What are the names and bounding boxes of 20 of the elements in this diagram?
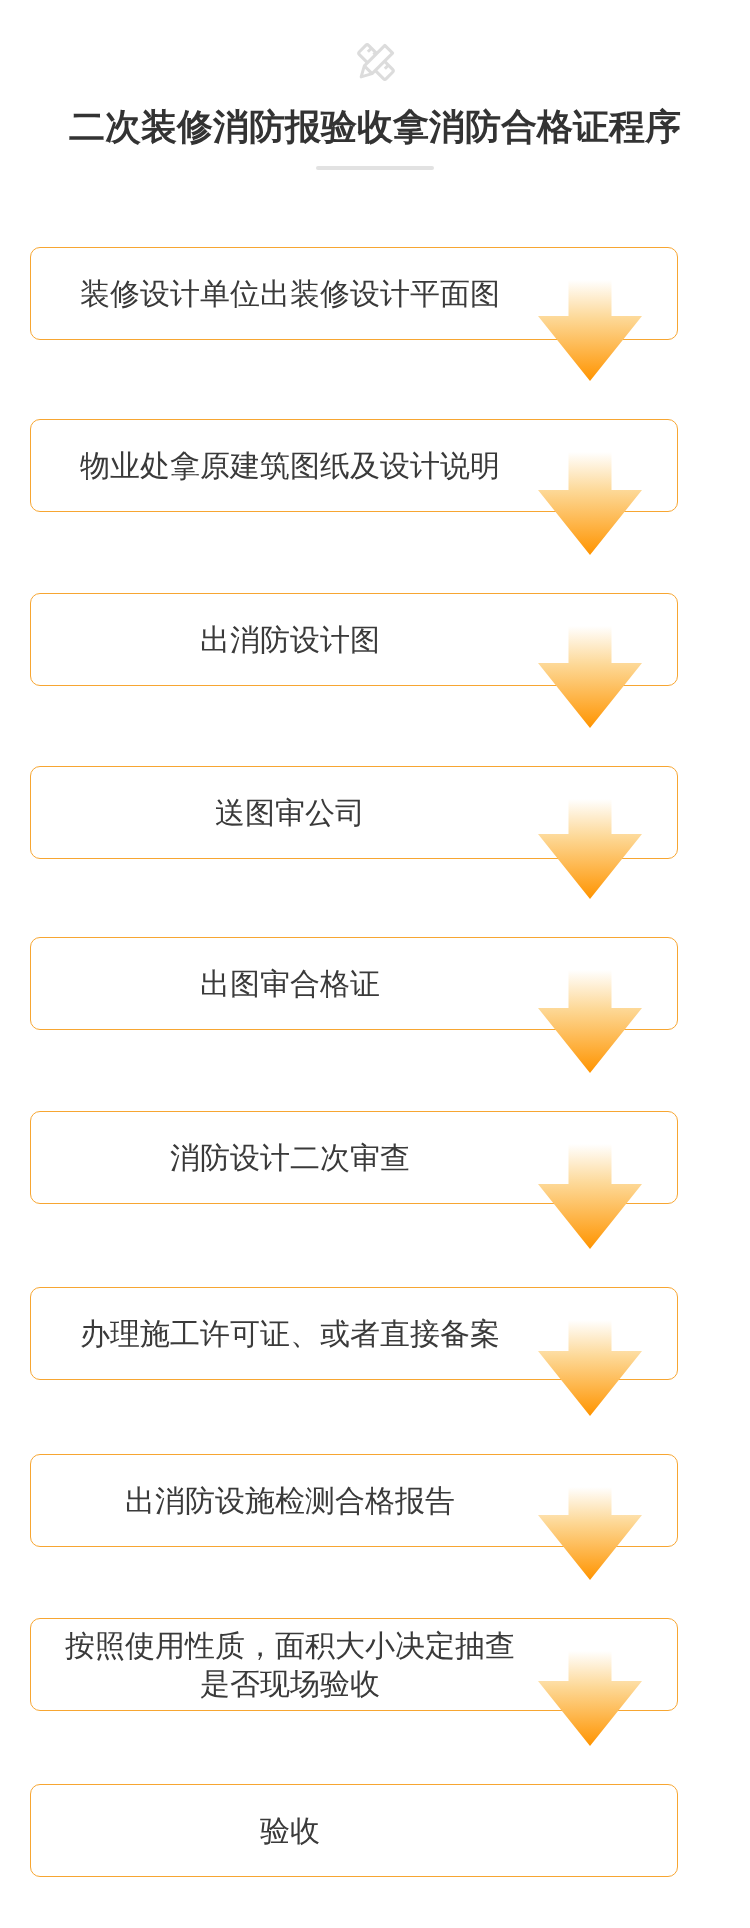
arrow [538,452,642,555]
arrow [538,280,642,381]
arrow [538,799,642,899]
arrow [538,626,642,728]
process-box: 出图审合格证 [29,937,678,1030]
process-box: 物业处拿原建筑图纸及设计说明 [29,419,678,512]
process-box: 出消防设施检测合格报告 [29,1454,678,1547]
process-box: 按照使用性质，面积大小决定抽查是否现场验收 [29,1618,678,1711]
process-box: 送图审公司 [29,766,678,859]
process-box: 办理施工许可证、或者直接备案 [29,1287,678,1380]
arrow [538,1487,642,1580]
process-box: 出消防设计图 [29,593,678,686]
arrow [538,970,642,1073]
arrow [538,1320,642,1416]
arrow [538,1144,642,1249]
process-box: 装修设计单位出装修设计平面图 [29,247,678,340]
process-box: 消防设计二次审查 [29,1111,678,1204]
arrow [538,1651,642,1746]
process-box: 验收 [29,1784,678,1877]
title: 二次装修消防报验收拿消防合格证程序 [69,105,681,149]
